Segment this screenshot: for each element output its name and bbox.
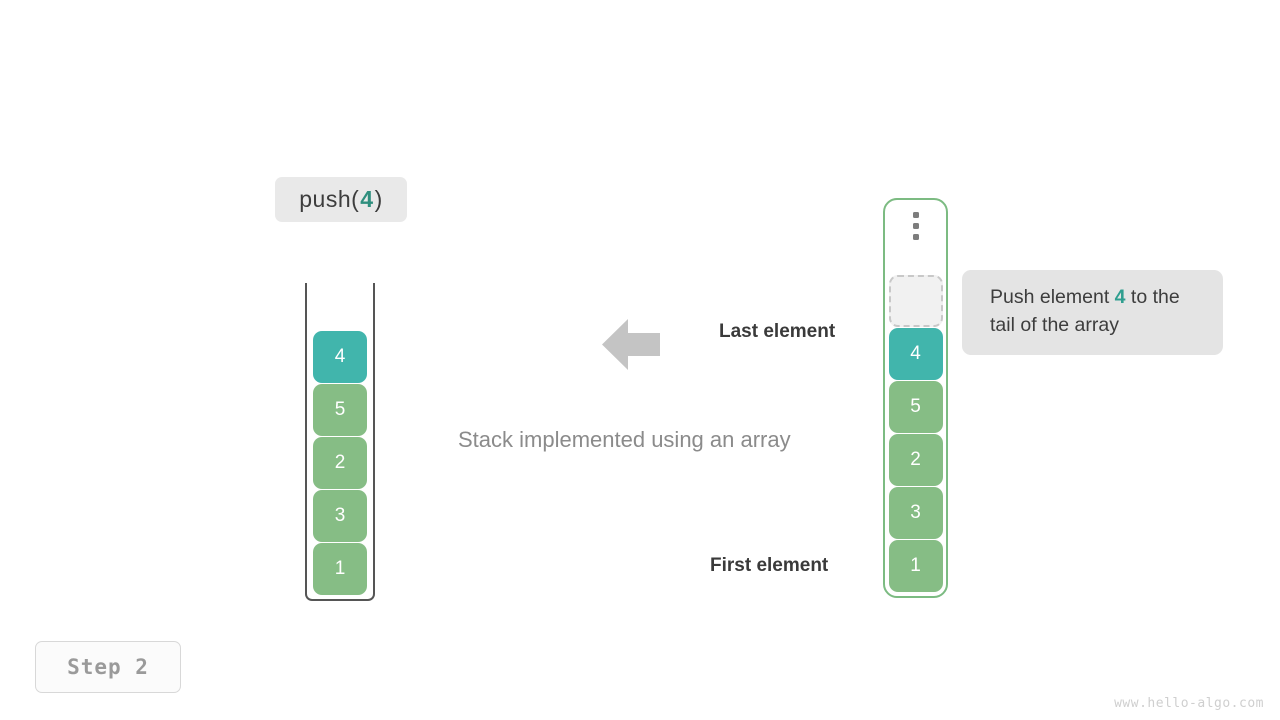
operation-argument: 4: [360, 186, 374, 212]
tooltip-argument: 4: [1114, 286, 1126, 308]
array-cell: 5: [888, 381, 943, 433]
array-cell: 2: [888, 434, 943, 486]
stack-cells-left: 4 5 2 3 1: [307, 331, 373, 595]
step-badge: Step 2: [35, 641, 181, 693]
stack-cell: 3: [313, 490, 367, 542]
array-cell: 4: [888, 328, 943, 380]
stack-cell: 4: [313, 331, 367, 383]
diagram-caption: Stack implemented using an array: [458, 427, 791, 452]
vertical-ellipsis-icon: [885, 212, 946, 240]
arrow-left-icon: [602, 318, 660, 371]
watermark: www.hello-algo.com: [1114, 696, 1264, 711]
operation-suffix: ): [374, 186, 383, 212]
array-cell-empty: [888, 275, 943, 327]
array-cell: 1: [888, 540, 943, 592]
tooltip-text-before: Push element: [990, 286, 1115, 308]
label-last-element: Last element: [719, 321, 836, 342]
stack-container-left: 4 5 2 3 1: [305, 283, 375, 601]
array-container-right: 4 5 2 3 1: [883, 198, 948, 598]
stack-cell: 5: [313, 384, 367, 436]
operation-prefix: push(: [299, 186, 360, 212]
label-first-element: First element: [710, 555, 829, 576]
stack-cell: 1: [313, 543, 367, 595]
stack-cell: 2: [313, 437, 367, 489]
tooltip-text-after: to the tail of the array: [990, 286, 1180, 336]
operation-label: push(4): [275, 177, 407, 222]
array-cells-right: 4 5 2 3 1: [885, 275, 946, 592]
tooltip-note: Push element 4 to the tail of the array: [962, 270, 1223, 355]
array-cell: 3: [888, 487, 943, 539]
